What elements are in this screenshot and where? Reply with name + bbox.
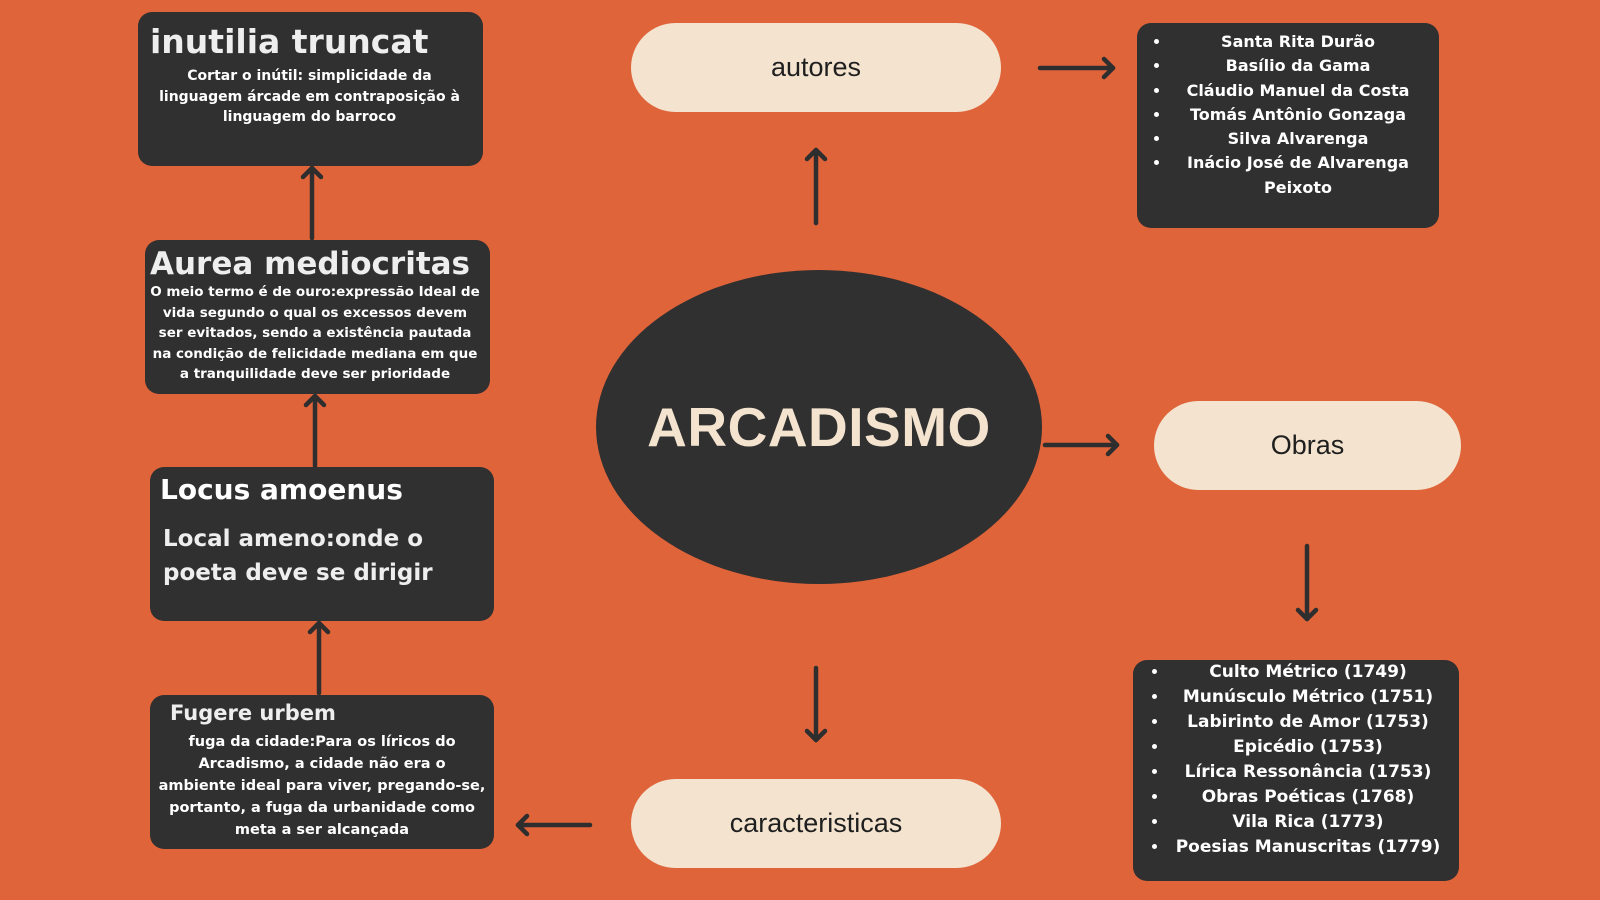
central-topic: ARCADISMO	[596, 270, 1042, 584]
arrow-to-fugere-urbem	[515, 813, 593, 837]
obras-node: Obras	[1154, 401, 1461, 490]
autores-list-box: Santa Rita Durão Basílio da Gama Cláudio…	[1137, 23, 1439, 228]
fugere-urbem-box: Fugere urbem fuga da cidade:Para os líri…	[150, 695, 494, 849]
arrow-to-inutilia-truncat	[300, 165, 324, 241]
arrow-to-caracteristicas	[804, 665, 828, 743]
list-item: Labirinto de Amor (1753)	[1169, 710, 1447, 735]
obras-list: Culto Métrico (1749) Munúsculo Métrico (…	[1139, 660, 1447, 860]
locus-amoenus-box: Locus amoenus Local ameno:onde o poeta d…	[150, 467, 494, 621]
arrow-to-locus-amoenus	[307, 620, 331, 696]
list-item: Munúsculo Métrico (1751)	[1169, 685, 1447, 710]
list-item: Obras Poéticas (1768)	[1169, 785, 1447, 810]
arrow-autores-to-list	[1037, 56, 1116, 80]
arrow-to-obras	[1042, 433, 1120, 457]
list-item: Silva Alvarenga	[1171, 127, 1425, 151]
caracteristicas-node-label: caracteristicas	[729, 808, 903, 838]
autores-list: Santa Rita Durão Basílio da Gama Cláudio…	[1145, 30, 1425, 200]
inutilia-truncat-box: inutilia truncat Cortar o inútil: simpli…	[138, 12, 483, 166]
list-item: Lírica Ressonância (1753)	[1169, 760, 1447, 785]
list-item: Tomás Antônio Gonzaga	[1171, 103, 1425, 127]
obras-list-box: Culto Métrico (1749) Munúsculo Métrico (…	[1133, 660, 1459, 881]
caracteristicas-node: caracteristicas	[631, 779, 1001, 868]
aurea-mediocritas-box: Aurea mediocritas O meio termo é de ouro…	[145, 240, 490, 394]
aurea-mediocritas-text: O meio termo é de ouro:expressão Ideal d…	[150, 284, 480, 382]
list-item: Culto Métrico (1749)	[1169, 660, 1447, 685]
aurea-mediocritas-title: Aurea mediocritas	[150, 246, 471, 282]
fugere-urbem-text: fuga da cidade:Para os líricos do Arcadi…	[158, 734, 486, 838]
autores-node: autores	[631, 23, 1001, 112]
list-item: Poesias Manuscritas (1779)	[1169, 835, 1447, 860]
list-item: Inácio José de Alvarenga Peixoto	[1171, 151, 1425, 200]
central-topic-label: ARCADISMO	[647, 396, 991, 458]
list-item: Vila Rica (1773)	[1169, 810, 1447, 835]
list-item: Epicédio (1753)	[1169, 735, 1447, 760]
locus-amoenus-text: Local ameno:onde o poeta deve se dirigir	[163, 526, 433, 586]
obras-node-label: Obras	[1270, 430, 1345, 460]
locus-amoenus-title: Locus amoenus	[160, 473, 403, 506]
arrow-to-aurea-mediocritas	[303, 393, 327, 469]
autores-node-label: autores	[770, 52, 862, 82]
list-item: Santa Rita Durão	[1171, 30, 1425, 54]
arrow-to-autores	[804, 147, 828, 226]
inutilia-truncat-title: inutilia truncat	[150, 22, 429, 61]
list-item: Basílio da Gama	[1171, 54, 1425, 78]
inutilia-truncat-text: Cortar o inútil: simplicidade da linguag…	[159, 68, 460, 125]
arrow-obras-to-list	[1295, 543, 1319, 622]
fugere-urbem-title: Fugere urbem	[170, 701, 336, 725]
list-item: Cláudio Manuel da Costa	[1171, 79, 1425, 103]
